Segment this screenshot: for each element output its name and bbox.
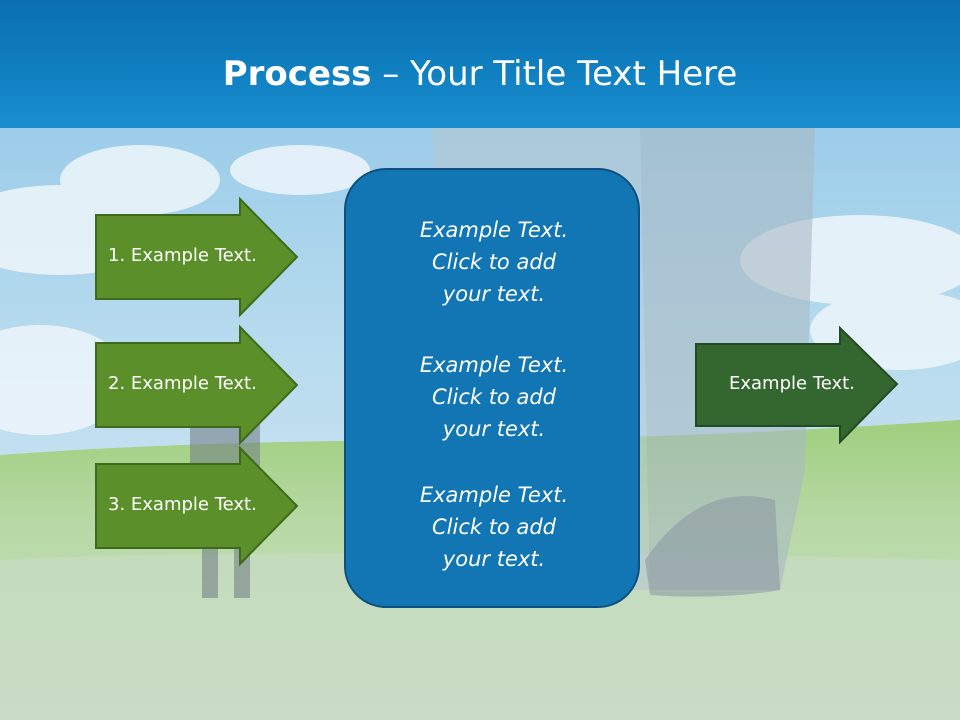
center-text-box[interactable]: Example Text. Click to add your text. Ex… — [344, 168, 640, 608]
center-text-block-1: Example Text. Click to add your text. — [346, 214, 642, 310]
center-text-line: your text. — [442, 547, 546, 571]
center-text-line: your text. — [442, 282, 546, 306]
right-arrow-label: Example Text. — [729, 373, 855, 394]
center-text-line: Click to add — [431, 515, 556, 539]
center-text-line: Example Text. — [419, 218, 569, 242]
center-text-block-3: Example Text. Click to add your text. — [346, 479, 642, 575]
center-text-line: Click to add — [431, 385, 556, 409]
title-rest: – Your Title Text Here — [371, 54, 738, 94]
right-arrow[interactable] — [695, 325, 900, 445]
header-bar — [0, 0, 960, 128]
center-text-block-2: Example Text. Click to add your text. — [346, 349, 642, 445]
left-arrow-2-label: 2. Example Text. — [108, 373, 257, 394]
center-text-line: your text. — [442, 417, 546, 441]
center-text-line: Click to add — [431, 250, 556, 274]
slide-title[interactable]: Process – Your Title Text Here — [0, 52, 960, 96]
left-arrow-3[interactable] — [95, 445, 300, 567]
left-arrow-2[interactable] — [95, 324, 300, 446]
left-arrow-3-label: 3. Example Text. — [108, 494, 257, 515]
center-text-line: Example Text. — [419, 483, 569, 507]
title-bold: Process — [222, 54, 372, 94]
left-arrow-1-label: 1. Example Text. — [108, 245, 257, 266]
center-text-line: Example Text. — [419, 353, 569, 377]
left-arrow-1[interactable] — [95, 196, 300, 318]
